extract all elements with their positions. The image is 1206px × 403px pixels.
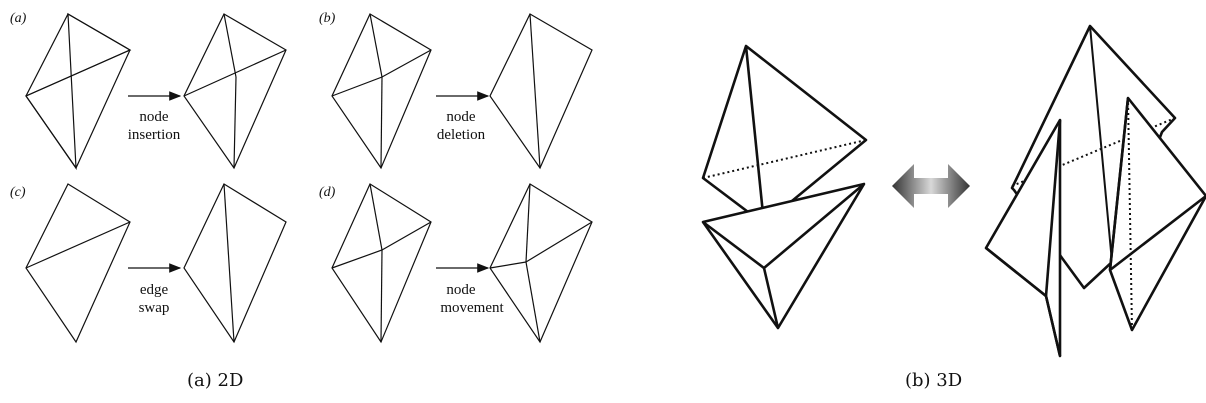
mesh-before	[331, 183, 432, 344]
operation-node-deletion: (b) node deletion	[319, 11, 593, 170]
operation-label-line1: node	[139, 109, 169, 125]
mesh-after	[183, 183, 287, 344]
mesh-before	[331, 13, 432, 170]
caption-2d: (a) 2D	[187, 370, 244, 391]
tetrahedra-triple	[984, 24, 1206, 358]
panel-2d: (a) node insertion (b)	[10, 11, 593, 344]
operation-node-insertion: (a) node insertion	[10, 11, 287, 171]
mesh-before	[25, 12, 132, 171]
operation-tag: (b)	[319, 11, 336, 26]
caption-3d: (b) 3D	[905, 370, 963, 391]
mesh-after	[489, 13, 593, 170]
operation-label-line1: edge	[140, 282, 169, 298]
operation-label-line2: deletion	[437, 127, 486, 143]
operation-label-line1: node	[446, 282, 476, 298]
operation-label-line2: insertion	[128, 127, 181, 143]
operation-tag: (d)	[319, 185, 336, 200]
operation-label-line2: swap	[139, 300, 170, 316]
operation-label-line2: movement	[440, 300, 504, 316]
mesh-after	[489, 183, 593, 344]
operation-label-line1: node	[446, 109, 476, 125]
mesh-after	[183, 13, 287, 170]
panel-3d	[701, 24, 1206, 358]
mesh-before	[25, 183, 131, 344]
operation-tag: (a)	[10, 11, 27, 26]
operation-tag: (c)	[10, 185, 26, 200]
double-arrow-icon	[892, 164, 970, 208]
operation-edge-swap: (c) edge swap	[10, 183, 287, 344]
tetrahedra-pair	[701, 44, 868, 330]
operation-node-movement: (d) node movement	[319, 183, 593, 344]
